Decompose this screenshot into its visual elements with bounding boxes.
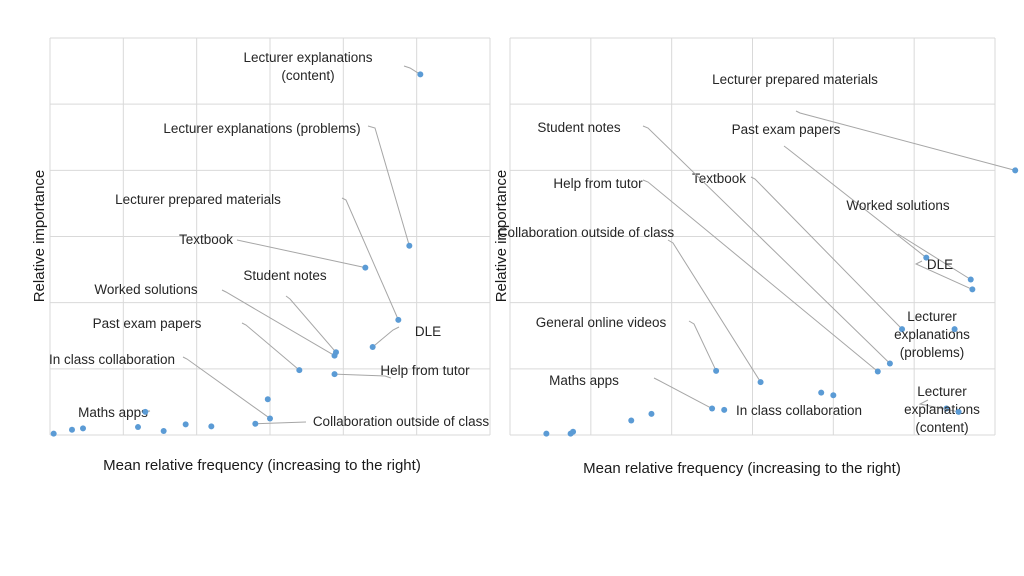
leader-line xyxy=(918,399,959,413)
data-label: Past exam papers xyxy=(93,316,202,331)
data-point xyxy=(923,254,930,261)
leader-line xyxy=(403,65,421,75)
leader-line xyxy=(667,239,762,383)
leader-line xyxy=(221,289,335,357)
data-point xyxy=(757,379,764,386)
data-point xyxy=(406,242,413,249)
leader-line xyxy=(914,260,973,290)
data-point xyxy=(142,408,149,415)
data-point xyxy=(264,396,271,403)
data-point xyxy=(296,367,303,374)
data-point xyxy=(362,264,369,271)
leader-line xyxy=(783,145,927,259)
data-label: Past exam papers xyxy=(732,122,841,137)
data-point xyxy=(570,428,577,435)
y-axis-title: Relative importance xyxy=(31,170,48,303)
data-label: Help from tutor xyxy=(553,176,643,191)
y-axis-title: Relative importance xyxy=(493,170,510,303)
data-point xyxy=(899,326,906,333)
data-label: Lecturer prepared materials xyxy=(712,72,878,87)
leader-line xyxy=(688,320,717,372)
leader-line xyxy=(182,356,271,419)
data-point xyxy=(721,406,728,413)
leader-line xyxy=(653,377,713,409)
data-label: In class collaboration xyxy=(736,403,862,418)
data-point xyxy=(50,430,57,437)
data-point xyxy=(874,368,881,375)
data-point xyxy=(951,326,958,333)
data-point xyxy=(331,352,338,359)
data-label: Student notes xyxy=(537,120,621,135)
chart-2: Mean relative frequency (increasing to t… xyxy=(493,37,1019,477)
data-point xyxy=(830,392,837,399)
leader-line xyxy=(255,421,307,425)
x-axis-title: Mean relative frequency (increasing to t… xyxy=(583,460,901,477)
data-label: Help from tutor xyxy=(380,363,470,378)
chart-1: Mean relative frequency (increasing to t… xyxy=(31,37,491,474)
data-point xyxy=(969,286,976,293)
x-axis-title: Mean relative frequency (increasing to t… xyxy=(103,457,421,474)
data-point xyxy=(208,423,215,430)
data-point xyxy=(395,316,402,323)
data-point xyxy=(955,408,962,415)
data-label: DLE xyxy=(927,257,953,272)
leader-line xyxy=(334,373,392,379)
data-label: Maths apps xyxy=(78,405,148,420)
data-label: General online videos xyxy=(536,315,667,330)
data-point xyxy=(709,405,716,412)
data-label: DLE xyxy=(415,324,441,339)
data-label: Worked solutions xyxy=(846,198,950,213)
data-point xyxy=(80,425,86,432)
data-point xyxy=(543,430,550,437)
leader-line xyxy=(367,125,410,246)
data-point xyxy=(182,421,189,428)
data-label: In class collaboration xyxy=(49,352,175,367)
leader-line xyxy=(285,295,337,353)
leader-line xyxy=(642,179,879,372)
data-point xyxy=(331,371,338,378)
leader-line xyxy=(642,125,891,364)
data-point xyxy=(369,343,376,350)
data-label: Maths apps xyxy=(549,373,619,388)
data-point xyxy=(886,360,893,367)
data-point xyxy=(713,367,720,374)
data-label: Collaboration outside of class xyxy=(313,414,490,429)
data-label: Collaboration outside of class xyxy=(498,225,675,240)
data-label: Lecturer prepared materials xyxy=(115,192,281,207)
data-point xyxy=(69,426,75,433)
data-point xyxy=(648,410,655,417)
data-label: Lecturer explanations (problems) xyxy=(163,121,360,136)
data-point xyxy=(252,420,259,427)
data-label: Textbook xyxy=(692,171,746,186)
leader-line xyxy=(236,239,366,269)
leader-line xyxy=(897,233,972,280)
data-label: Student notes xyxy=(243,268,327,283)
data-point xyxy=(967,276,974,283)
gridlines xyxy=(509,37,996,436)
data-point xyxy=(628,417,635,424)
data-point xyxy=(818,389,825,396)
data-point xyxy=(267,415,273,422)
data-point xyxy=(417,71,424,78)
leader-line xyxy=(750,176,903,330)
leader-line xyxy=(241,322,300,371)
data-point xyxy=(135,424,141,431)
leader-line xyxy=(372,326,400,348)
data-label: Worked solutions xyxy=(94,282,198,297)
data-point xyxy=(1012,167,1019,174)
data-point xyxy=(160,428,167,435)
leader-line xyxy=(341,197,399,321)
leader-line xyxy=(795,110,1016,171)
gridlines xyxy=(49,37,491,436)
data-label: Lecturer explanations(content) xyxy=(243,50,372,83)
data-label: Textbook xyxy=(179,232,233,247)
